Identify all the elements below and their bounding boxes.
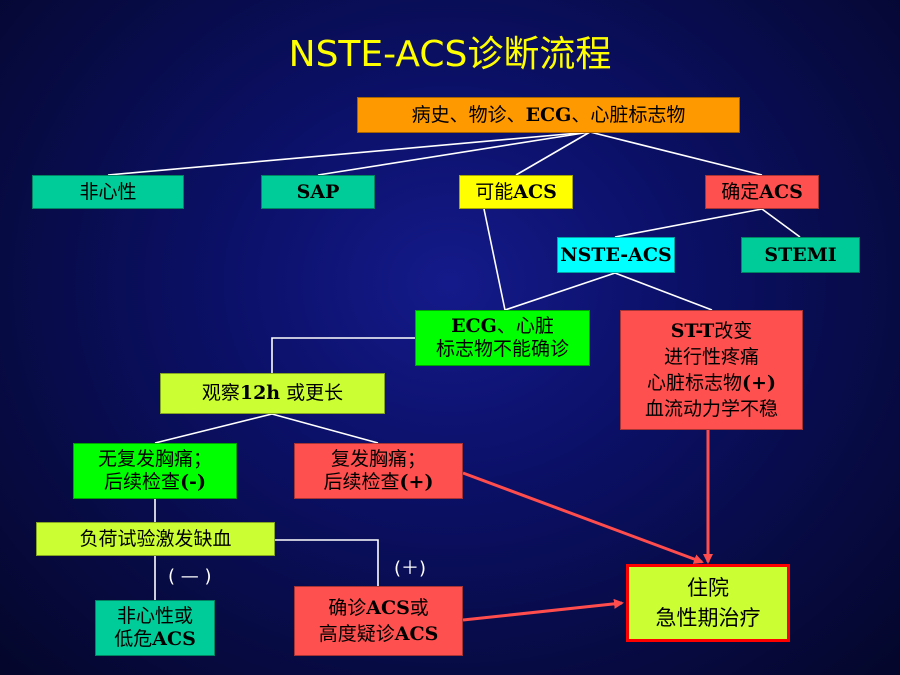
node-stemi-line-1: STEMI (764, 243, 837, 266)
node-stemi: STEMI (741, 237, 860, 273)
node-nste-acs: NSTE-ACS (557, 237, 675, 273)
label-positive: (＋) (394, 558, 427, 579)
node-st-t-line-3: 心脏标志物(+) (647, 372, 776, 394)
node-st-t-line-4: 血流动力学不稳 (644, 398, 778, 420)
link-history-possible (515, 131, 591, 176)
arrow-diagnosed-hospital (462, 598, 624, 622)
link-ecg-observe (271, 337, 415, 373)
link-history-sap (317, 131, 591, 176)
link-stress-diagnosed (275, 539, 379, 586)
node-no-recurrent-line-2: 后续检查(-) (104, 471, 206, 493)
node-hospital-line-2: 急性期治疗 (655, 606, 761, 630)
node-diagnosed-line-2: 高度疑诊ACS (318, 623, 439, 645)
node-hospital: 住院 急性期治疗 (626, 564, 790, 642)
link-history-noncardiac (107, 131, 591, 176)
arrow-recurrent-hospital (462, 471, 704, 564)
node-observe-line-1: 观察12h 或更长 (201, 382, 344, 404)
node-observe: 观察12h 或更长 (160, 373, 385, 414)
red-arrows (462, 430, 713, 622)
node-nste-acs-line-1: NSTE-ACS (560, 243, 672, 266)
node-low-risk: 非心性或 低危ACS (95, 600, 215, 656)
link-confirmed-stemi (761, 208, 801, 238)
node-diagnosed: 确诊ACS或 高度疑诊ACS (294, 586, 463, 656)
node-ecg-markers-line-1: ECG、心脏 (451, 315, 554, 337)
link-confirmed-nste (614, 208, 763, 238)
white-connectors (107, 131, 801, 600)
node-history: 病史、物诊、ECG、心脏标志物 (357, 97, 740, 133)
node-ecg-markers-line-2: 标志物不能确诊 (435, 338, 569, 360)
node-noncardiac-line-1: 非心性 (79, 180, 137, 203)
node-stress-test-line-1: 负荷试验激发缺血 (79, 527, 232, 550)
node-no-recurrent: 无复发胸痛； 后续检查(-) (73, 443, 237, 499)
node-recurrent: 复发胸痛； 后续检查(+) (294, 443, 463, 499)
node-low-risk-line-1: 非心性或 (116, 605, 193, 627)
node-low-risk-line-2: 低危ACS (114, 628, 196, 650)
link-observe-recurrent (271, 413, 379, 444)
link-observe-norecurrent (154, 413, 273, 444)
node-recurrent-line-2: 后续检查(+) (323, 471, 434, 493)
node-noncardiac: 非心性 (32, 175, 184, 209)
node-stress-test: 负荷试验激发缺血 (36, 522, 275, 556)
node-diagnosed-line-1: 确诊ACS或 (328, 597, 429, 619)
node-st-t-line-2: 进行性疼痛 (663, 346, 759, 368)
label-negative: ( — ) (168, 566, 212, 587)
node-confirmed-acs-line-1: 确定ACS (721, 180, 803, 203)
node-no-recurrent-line-1: 无复发胸痛； (97, 448, 212, 470)
node-recurrent-line-1: 复发胸痛； (330, 448, 426, 470)
node-st-t: ST-T改变 进行性疼痛 心脏标志物(+) 血流动力学不稳 (620, 310, 803, 430)
link-possible-ecg (483, 208, 506, 311)
node-sap: SAP (261, 175, 375, 209)
link-history-confirmed (589, 131, 763, 176)
node-possible-acs: 可能ACS (459, 175, 573, 209)
node-hospital-line-1: 住院 (687, 576, 729, 600)
node-sap-line-1: SAP (296, 180, 340, 203)
node-ecg-markers: ECG、心脏 标志物不能确诊 (415, 310, 590, 366)
node-possible-acs-line-1: 可能ACS (475, 180, 557, 203)
node-st-t-line-1: ST-T改变 (670, 320, 753, 342)
node-confirmed-acs: 确定ACS (705, 175, 819, 209)
link-nste-stt (614, 272, 713, 311)
link-nste-ecg (504, 272, 616, 311)
node-history-line-1: 病史、物诊、ECG、心脏标志物 (411, 103, 686, 126)
page-title: NSTE-ACS诊断流程 (288, 34, 612, 75)
